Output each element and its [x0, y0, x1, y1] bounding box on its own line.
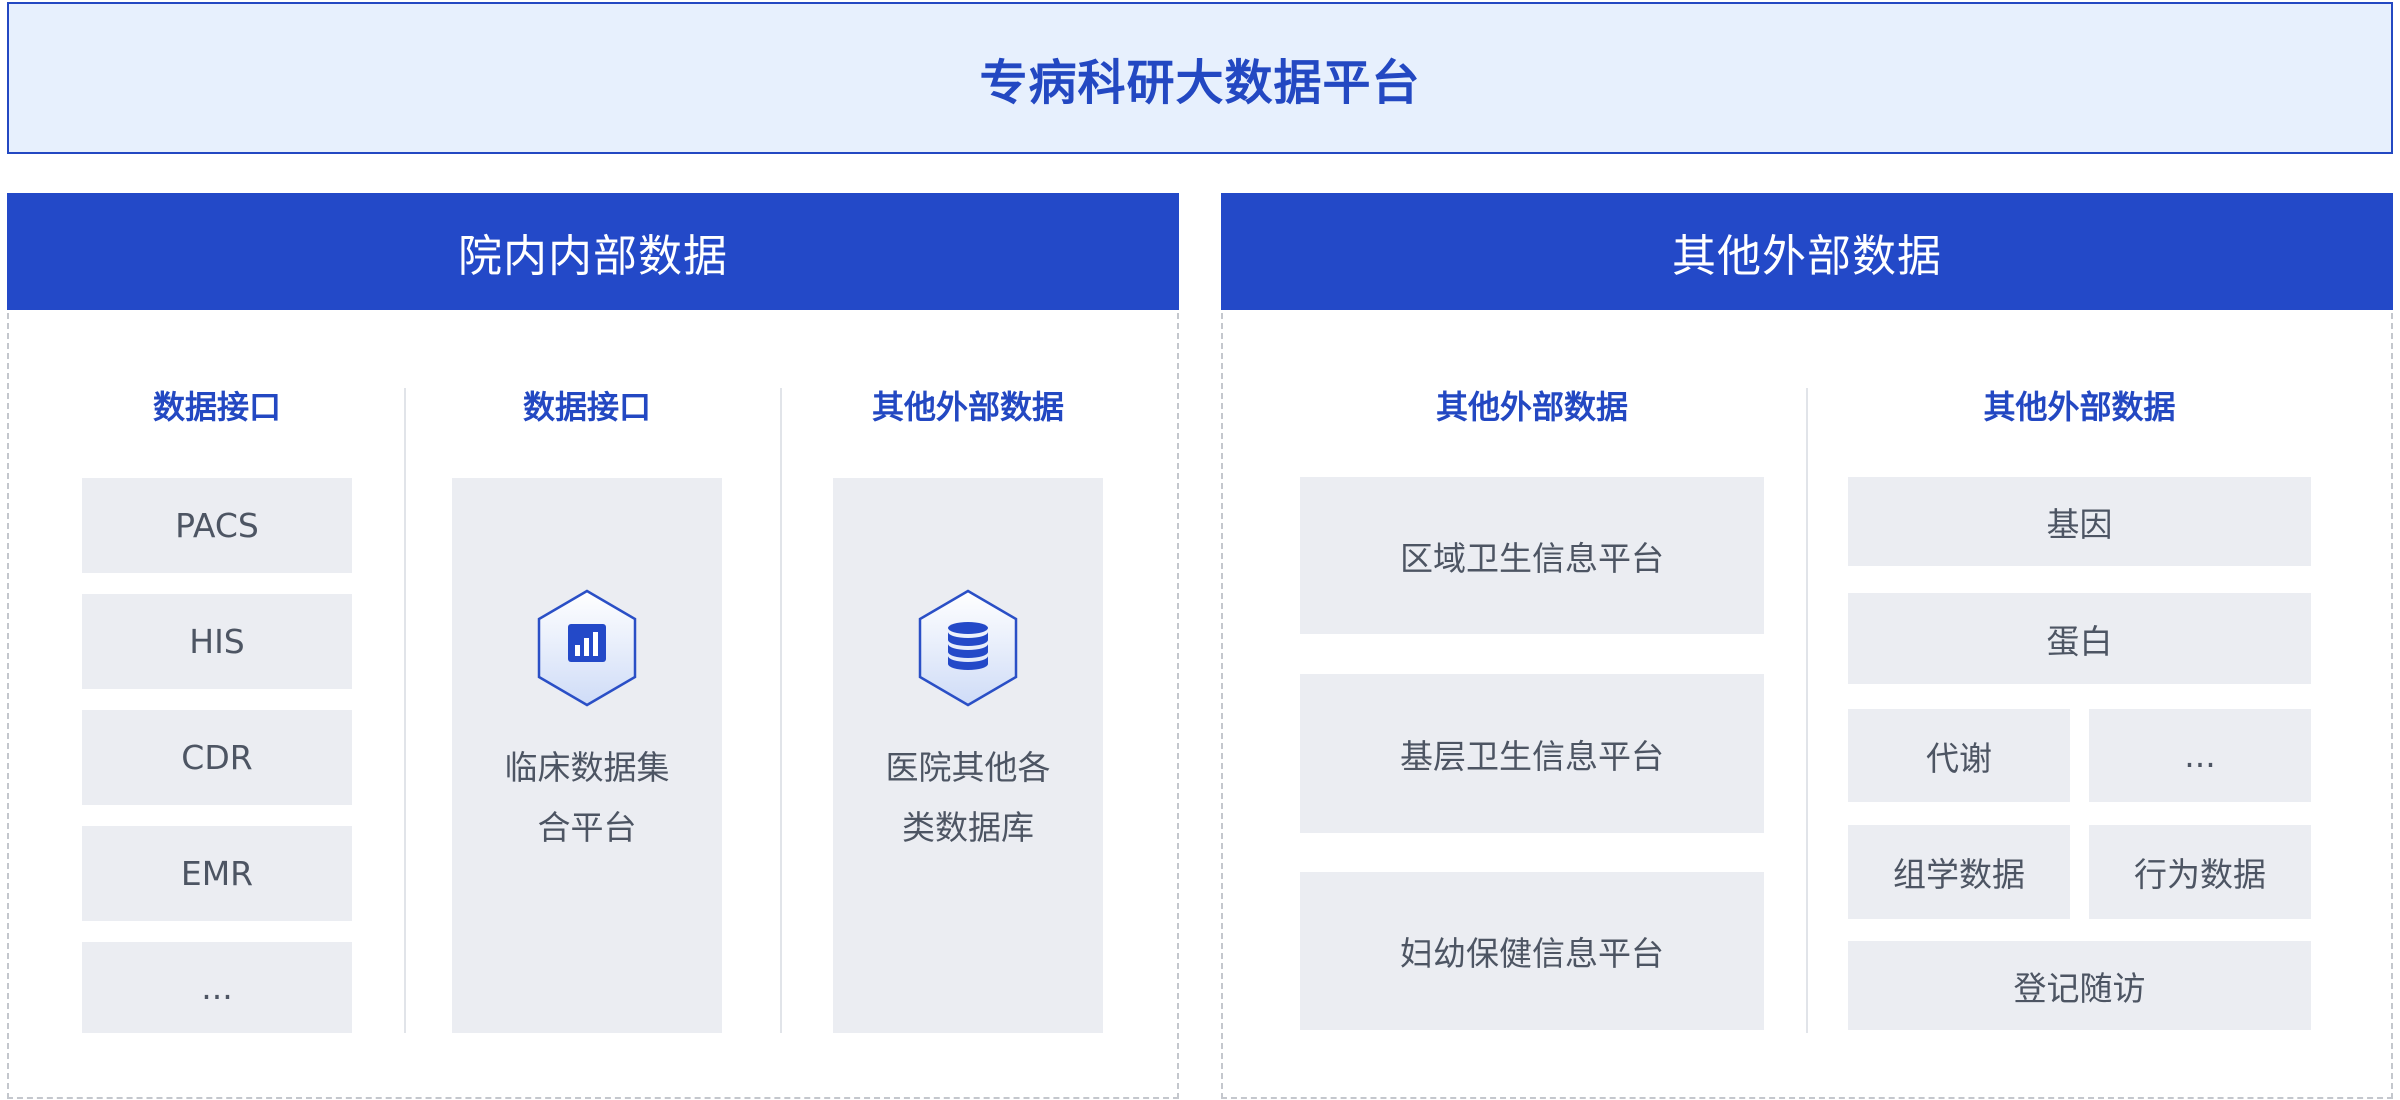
column-title-external-2: 其他外部数据	[1435, 388, 1628, 426]
column-title-interface-2: 数据接口	[522, 388, 651, 426]
database-hexagon-icon	[918, 589, 1018, 707]
external-data-header: 其他外部数据	[1221, 193, 2393, 310]
source-item-cdr: CDR	[82, 710, 352, 805]
external-data-panel: 其他外部数据	[1221, 193, 2393, 1099]
maternal-child-health-platform: 妇幼保健信息平台	[1300, 872, 1764, 1030]
clinical-data-platform-card: 临床数据集合平台	[452, 478, 722, 1033]
registry-followup-box: 登记随访	[1848, 941, 2311, 1030]
more-data-box: ...	[2089, 709, 2311, 802]
source-item-emr: EMR	[82, 826, 352, 921]
clinical-data-platform-label: 临床数据集合平台	[504, 748, 670, 847]
metabolism-data-box: 代谢	[1848, 709, 2070, 802]
platform-title-bar: 专病科研大数据平台	[7, 2, 2393, 154]
hospital-databases-card: 医院其他各类数据库	[833, 478, 1103, 1033]
source-item-more: ...	[82, 942, 352, 1033]
protein-data-box: 蛋白	[1848, 593, 2311, 684]
regional-health-platform: 区域卫生信息平台	[1300, 477, 1764, 634]
internal-data-header: 院内内部数据	[7, 193, 1179, 310]
source-item-his: HIS	[82, 594, 352, 689]
behavior-data-box: 行为数据	[2089, 825, 2311, 919]
source-item-pacs: PACS	[82, 478, 352, 573]
column-title-external-3: 其他外部数据	[1983, 388, 2176, 426]
primary-health-platform: 基层卫生信息平台	[1300, 674, 1764, 833]
column-title-interface-1: 数据接口	[152, 388, 281, 426]
bar-chart-hexagon-icon	[537, 589, 637, 707]
column-divider	[1806, 388, 1808, 1033]
omics-data-box: 组学数据	[1848, 825, 2070, 919]
hospital-databases-label: 医院其他各类数据库	[885, 748, 1051, 847]
gene-data-box: 基因	[1848, 477, 2311, 566]
column-title-external-1: 其他外部数据	[871, 388, 1064, 426]
column-divider	[780, 388, 782, 1033]
column-divider	[404, 388, 406, 1033]
platform-title: 专病科研大数据平台	[979, 55, 1421, 111]
internal-data-panel: 院内内部数据	[7, 193, 1179, 1099]
